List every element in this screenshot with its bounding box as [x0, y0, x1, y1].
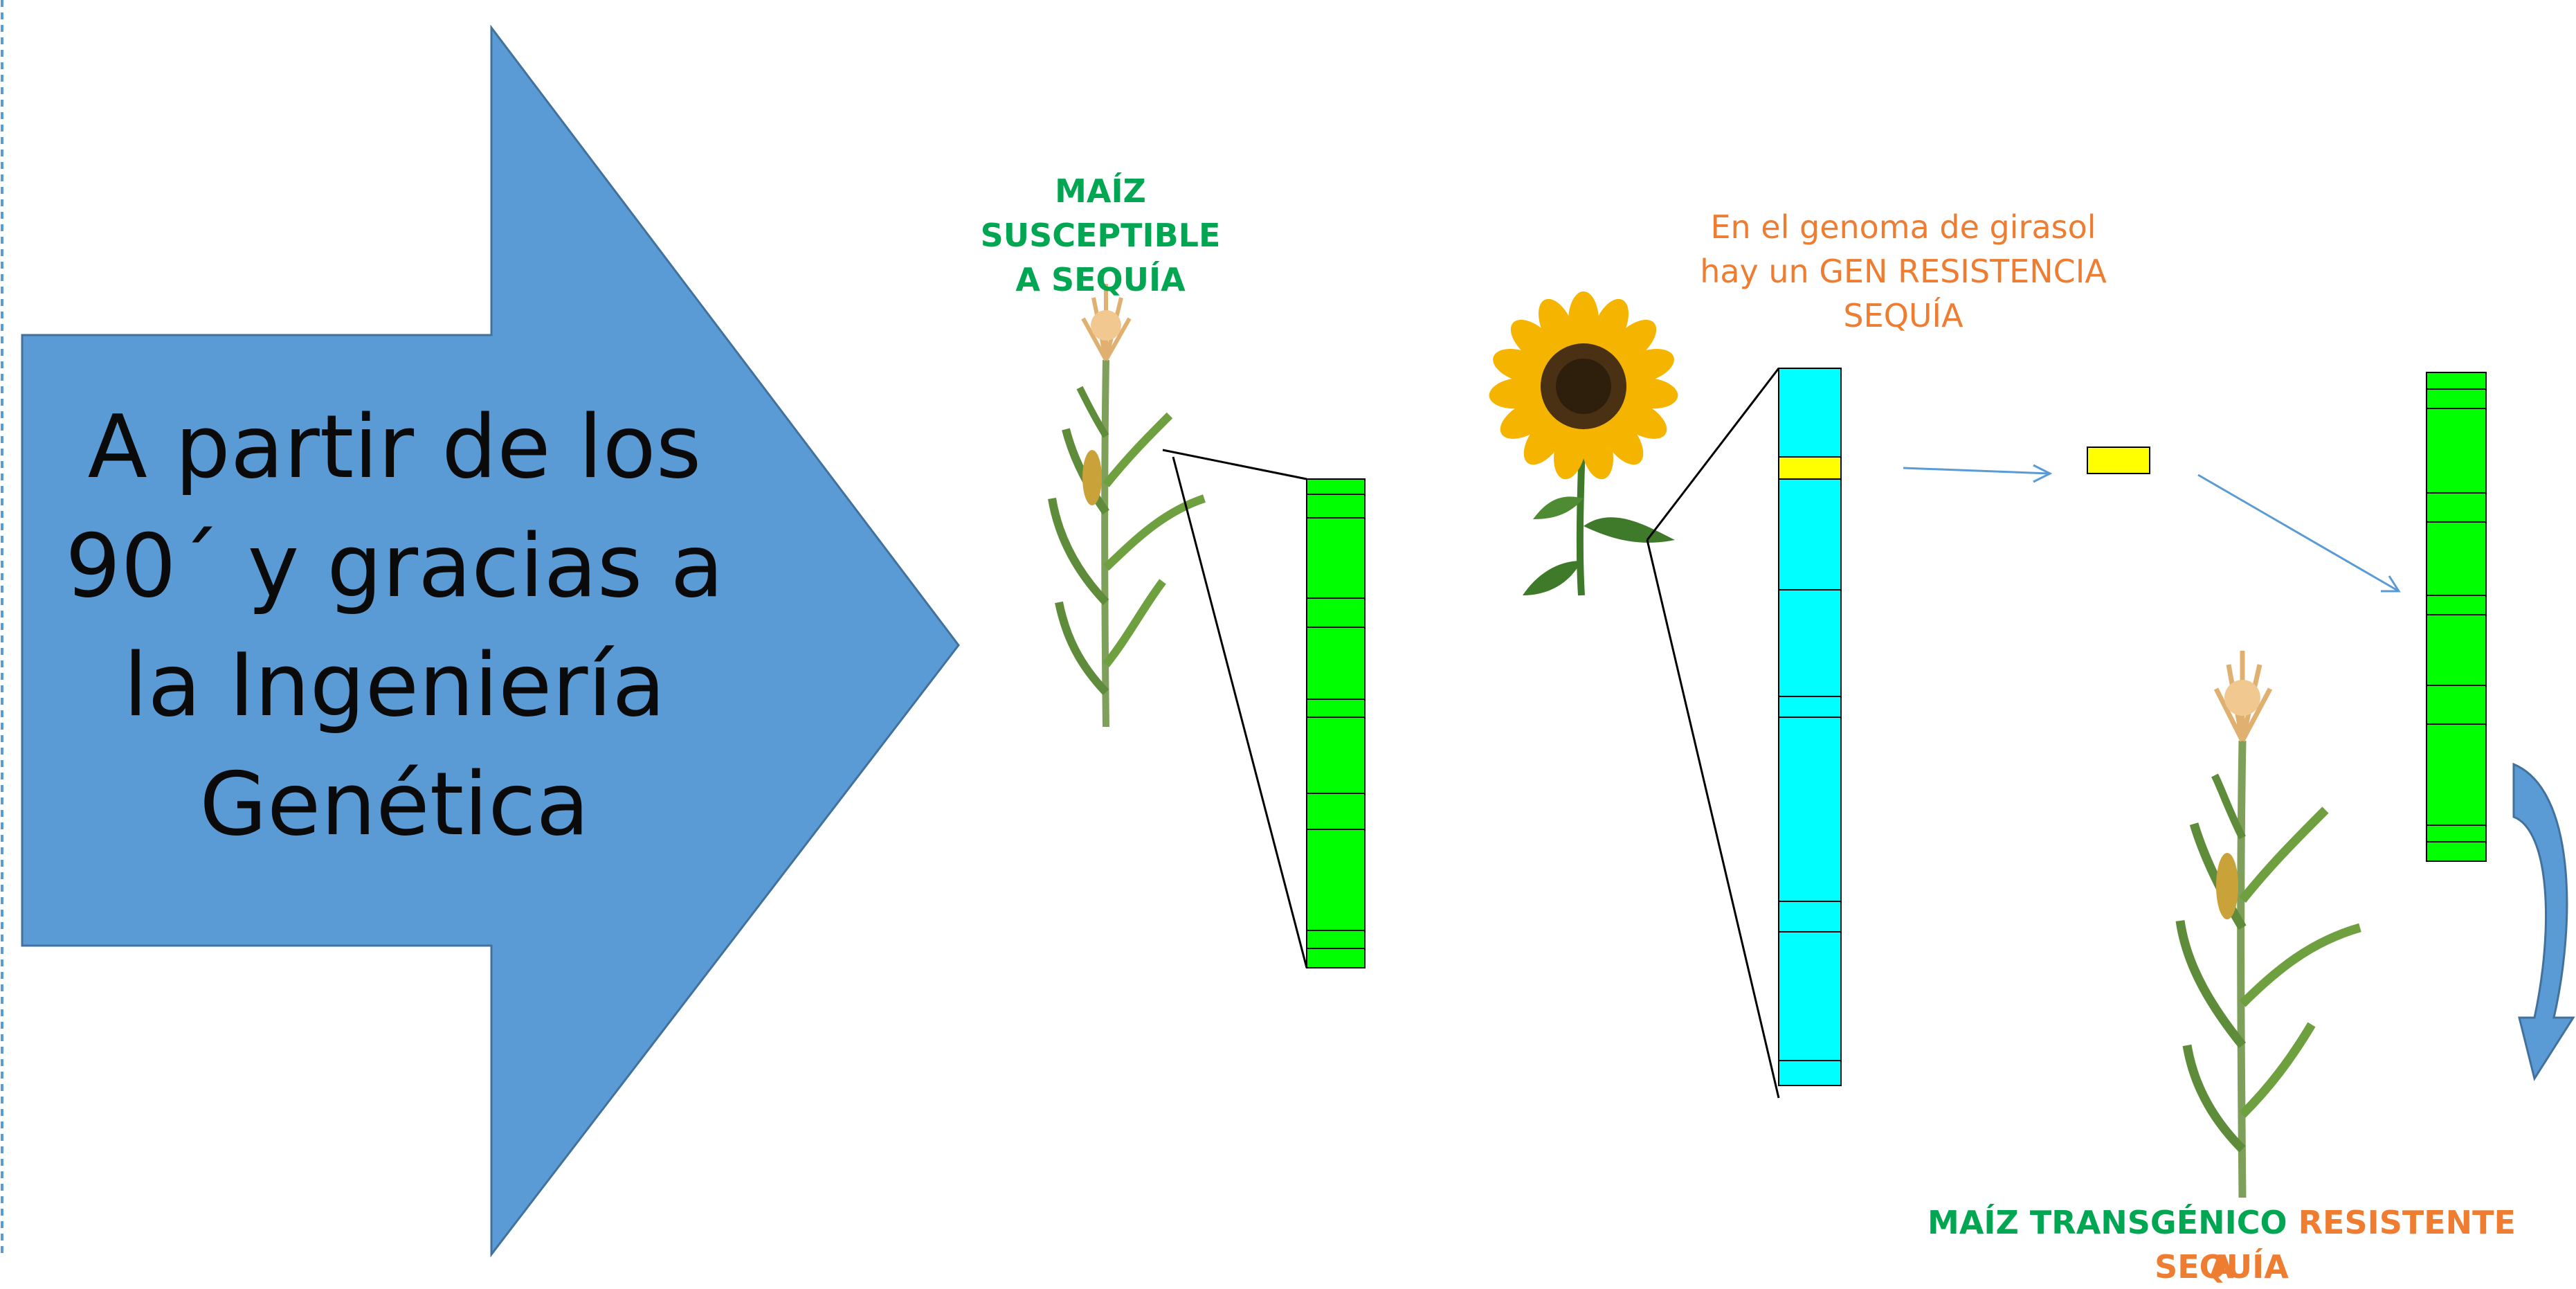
maize-plant-icon — [1048, 284, 1206, 728]
arrow-text-line: A partir de los — [87, 396, 702, 498]
label-line: En el genoma de girasol — [1710, 208, 2096, 246]
maize-chromosome — [1306, 478, 1366, 968]
zoom-line — [1646, 368, 1780, 541]
label-line: hay un GEN RESISTENCIA — [1700, 253, 2107, 290]
sunflower-icon — [1489, 291, 1678, 596]
diagram-canvas — [1, 0, 2575, 1257]
arrow-text-line: 90´ y gracias a — [65, 515, 724, 617]
zoom-line — [1172, 456, 1308, 968]
label-line: MAÍZ SUSCEPTIBLE — [980, 172, 1221, 254]
label-line: SEQUÍA — [1843, 297, 1963, 334]
flow-arrow — [2197, 474, 2401, 593]
zoom-line — [1646, 539, 1780, 1099]
arrow-text-line: Genética — [199, 753, 590, 855]
curved-arrow — [2512, 762, 2575, 1081]
label-line: A SEQUÍA — [1015, 261, 1186, 298]
arrow-text-line: la Ingeniería — [123, 634, 666, 736]
label-transgenic-maize-line2: SEQUÍA — [1910, 1245, 2533, 1289]
label-sunflower-gene: En el genoma de girasol hay un GEN RESIS… — [1661, 205, 2146, 338]
sunflower-chromosome — [1778, 368, 1842, 1086]
transgenic-chromosome — [2426, 372, 2487, 862]
label-susceptible-maize: MAÍZ SUSCEPTIBLE A SEQUÍA — [941, 169, 1260, 302]
arrow-text: A partir de los 90´ y gracias a la Ingen… — [42, 388, 747, 864]
flow-arrow — [1903, 464, 2053, 483]
drought-resistance-gene — [1778, 456, 1842, 480]
isolated-gene — [2087, 447, 2150, 474]
big-arrow — [21, 24, 960, 1257]
label-part: SEQUÍA — [2155, 1248, 2289, 1286]
transgenic-maize-plant-icon — [2175, 651, 2361, 1198]
zoom-line — [1162, 449, 1307, 480]
label-part: MAÍZ TRANSGÉNICO — [1928, 1204, 2287, 1241]
